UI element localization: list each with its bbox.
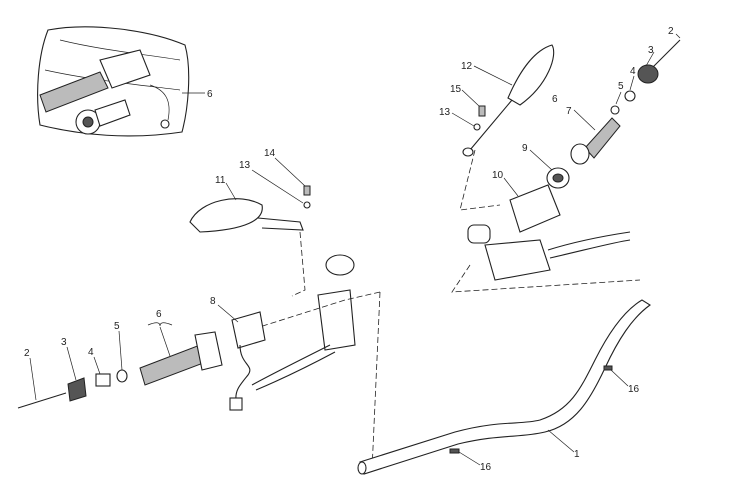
callout-right-3: 3 <box>648 45 654 56</box>
left-assembly <box>17 185 381 471</box>
callout-left-8: 8 <box>210 296 216 307</box>
callout-left-4: 4 <box>88 347 94 358</box>
right-assembly <box>451 39 681 293</box>
callout-left-3: 3 <box>61 337 67 348</box>
callout-bar-16b: 16 <box>480 462 492 473</box>
callout-right-9: 9 <box>522 143 528 154</box>
callout-right-15: 15 <box>450 84 462 95</box>
callout-left-11: 11 <box>215 175 226 186</box>
inset-assembled-view <box>37 26 190 137</box>
callout-left-5: 5 <box>114 321 120 332</box>
callout-right-6: 6 <box>552 94 558 105</box>
callout-bar-16a: 16 <box>628 384 640 395</box>
callout-left-2: 2 <box>24 348 30 359</box>
callout-right-5: 5 <box>618 81 624 92</box>
callout-bar-1: 1 <box>574 449 580 460</box>
callout-right-10: 10 <box>492 170 504 181</box>
callout-right-13: 13 <box>439 107 451 118</box>
callout-left-13: 13 <box>239 160 251 171</box>
callout-inset-6: 6 <box>207 89 213 100</box>
handlebar-tube <box>357 299 651 475</box>
callout-right-4: 4 <box>630 66 636 77</box>
callout-right-2: 2 <box>668 26 674 37</box>
callout-right-12: 12 <box>461 61 473 72</box>
callout-left-6: 6 <box>156 309 162 320</box>
callout-left-14: 14 <box>264 148 276 159</box>
callout-right-7: 7 <box>566 106 572 117</box>
